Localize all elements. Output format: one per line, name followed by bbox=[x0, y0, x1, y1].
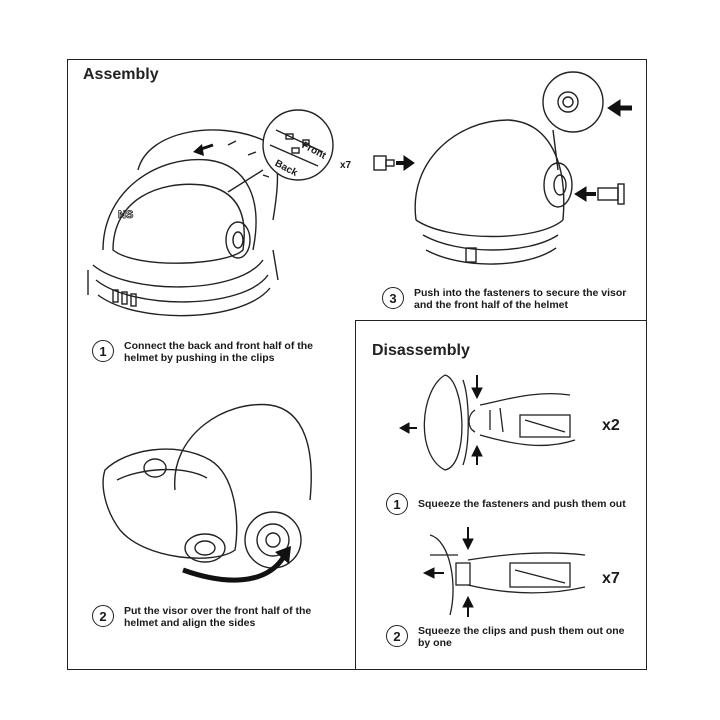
disassembly-step-2: 2 Squeeze the clips and push them out on… bbox=[386, 625, 625, 649]
visor-alignment-illustration bbox=[102, 403, 312, 583]
assembly-step-2: 2 Put the visor over the front half of t… bbox=[92, 605, 311, 629]
step-text: Push into the fasteners to secure the vi… bbox=[414, 287, 627, 311]
disassembly-step-1: 1 Squeeze the fasteners and push them ou… bbox=[386, 493, 626, 515]
disassembly-step-2-count: x7 bbox=[602, 570, 620, 587]
step-number: 2 bbox=[386, 625, 408, 647]
step-number: 2 bbox=[92, 605, 114, 627]
assembly-title: Assembly bbox=[83, 66, 159, 83]
helmet-halves-illustration: NS bbox=[87, 109, 334, 317]
step-text: Put the visor over the front half of the… bbox=[124, 605, 312, 629]
disassembly-panel bbox=[355, 320, 647, 670]
svg-text:NS: NS bbox=[118, 209, 133, 221]
assembly-step-3: 3 Push into the fasteners to secure the … bbox=[382, 287, 626, 311]
inset-count-label: x7 bbox=[340, 160, 352, 171]
disassembly-title: Disassembly bbox=[372, 342, 470, 359]
step-number: 1 bbox=[386, 493, 408, 515]
fastener-removal-illustration bbox=[398, 374, 576, 471]
step-number: 3 bbox=[382, 287, 404, 309]
clip-removal-illustration bbox=[422, 527, 586, 617]
disassembly-step-1-count: x2 bbox=[602, 417, 620, 434]
step-text: Squeeze the clips and push them out one … bbox=[418, 625, 625, 649]
step-number: 1 bbox=[92, 340, 114, 362]
assembly-step-1: 1 Connect the back and front half of the… bbox=[92, 340, 313, 364]
visor-fastener-illustration bbox=[373, 71, 632, 265]
step-text: Squeeze the fasteners and push them out bbox=[418, 498, 626, 510]
step-text: Connect the back and front half of the h… bbox=[124, 340, 314, 364]
